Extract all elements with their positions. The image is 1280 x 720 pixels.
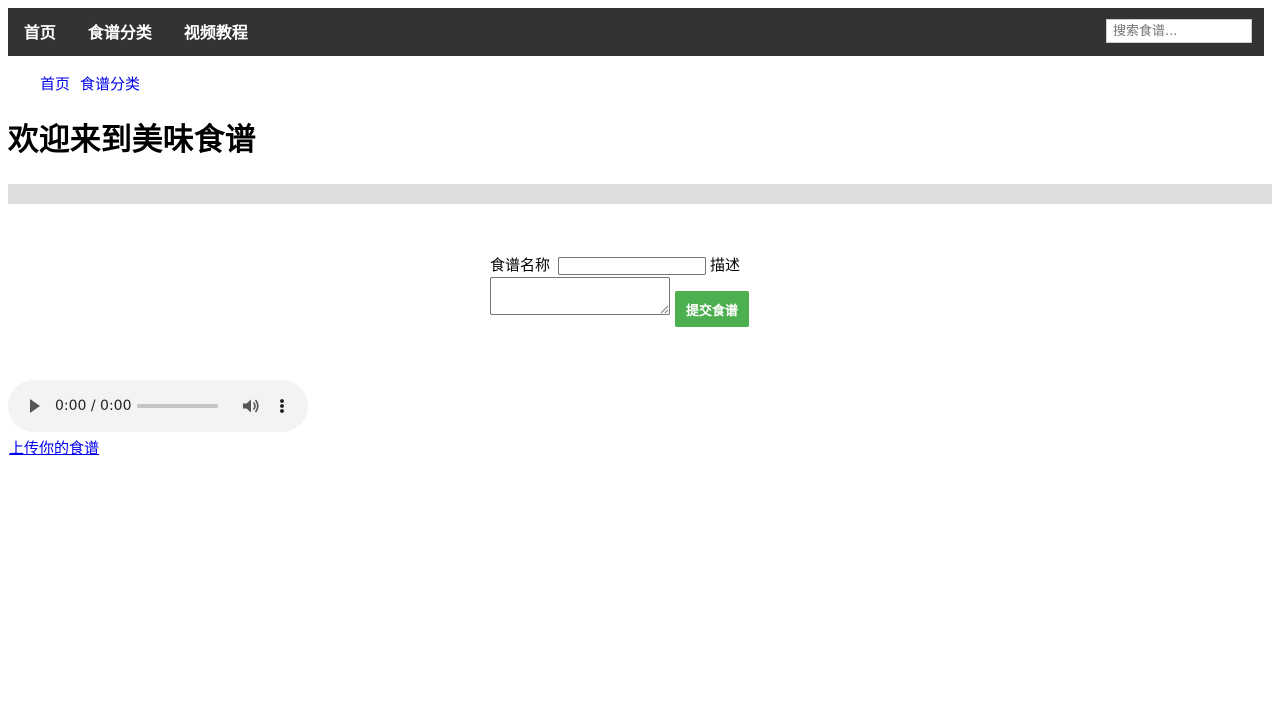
breadcrumb-home[interactable]: 首页 (40, 75, 71, 93)
description-label: 描述 (710, 256, 741, 274)
recipe-form: 食谱名称 描述 提交食谱 (481, 245, 783, 327)
breadcrumb-recipe-categories[interactable]: 食谱分类 (80, 75, 141, 93)
section-divider (8, 184, 1272, 204)
recipe-name-label: 食谱名称 (490, 256, 551, 274)
nav-link-video-tutorials[interactable]: 视频教程 (184, 23, 249, 42)
breadcrumb: 首页食谱分类 (40, 74, 140, 94)
upload-recipe-link[interactable]: 上传你的食谱 (9, 439, 100, 457)
audio-progress-slider[interactable] (137, 404, 218, 408)
play-icon[interactable] (30, 399, 40, 413)
recipe-name-input[interactable] (558, 257, 706, 275)
navbar: 首页 食谱分类 视频教程 (8, 8, 1264, 56)
volume-icon[interactable] (240, 396, 260, 416)
audio-player: 0:00 / 0:00 (8, 380, 308, 432)
search-input[interactable] (1106, 19, 1252, 43)
description-textarea[interactable] (490, 277, 670, 315)
more-options-icon[interactable] (274, 396, 290, 416)
page-title: 欢迎来到美味食谱 (8, 122, 256, 158)
nav-link-home[interactable]: 首页 (24, 23, 57, 42)
audio-time-display: 0:00 / 0:00 (55, 398, 132, 414)
nav-link-recipe-categories[interactable]: 食谱分类 (88, 23, 153, 42)
submit-recipe-button[interactable]: 提交食谱 (675, 291, 749, 327)
